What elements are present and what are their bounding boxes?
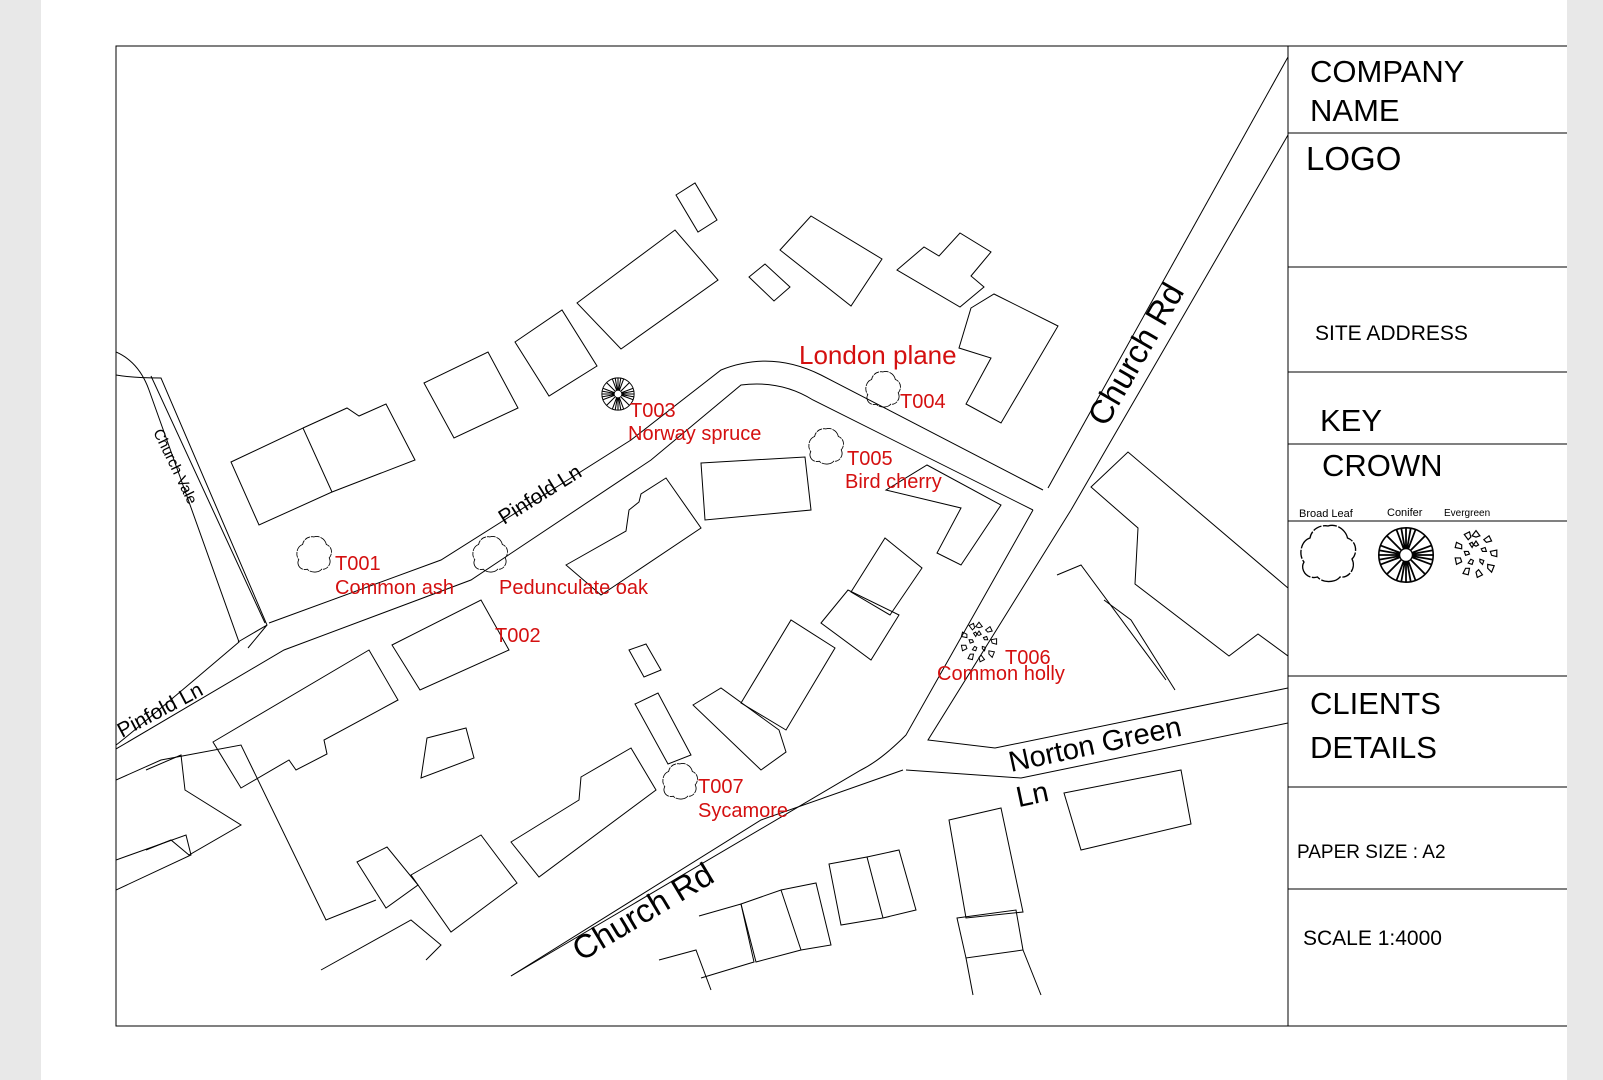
tree-label-t002-species: Pedunculate oak [499,577,649,599]
pinfold-ln-north-edge [268,360,1044,624]
drawing-frame [115,45,1567,1027]
building [423,351,519,439]
church-vale-edge-w [116,351,240,746]
building [850,537,923,616]
building [510,747,657,878]
building [230,427,333,526]
clients-details-line1: CLIENTS [1310,686,1441,721]
tree-label-t005-species: Bird cherry [845,471,942,493]
tree-label-t006-id: T006 [1005,647,1051,669]
road-label-norton-green-line1: Norton Green [1006,711,1185,779]
building [1090,451,1288,657]
company-name-line2: NAME [1310,93,1400,128]
tree-label-t006-species: Common holly [937,663,1065,685]
company-name-line1: COMPANY [1310,54,1464,89]
tree-label-t001-id: T001 [335,553,381,575]
road-label-pinfold-ln-upper: Pinfold Ln [494,460,585,529]
title-paper-size: PAPER SIZE : A2 [1297,842,1446,863]
building [675,182,718,233]
building [779,215,883,307]
tree-label-t001-species: Common ash [335,577,454,599]
clients-details-line2: DETAILS [1310,730,1437,765]
tree-label-t007-species: Sycamore [698,800,788,822]
plot-line [658,949,712,991]
building [576,229,719,350]
building [700,456,812,521]
road-label-norton-green-ln: Norton Green Ln [1006,709,1200,814]
title-crown: CROWN [1322,448,1443,483]
building [896,232,992,308]
building [780,882,832,951]
building [356,846,419,909]
pinfold-ln-south-edge [116,383,1034,750]
building [420,727,475,779]
road-label-pinfold-ln-lower: Pinfold Ln [114,678,207,742]
building [1063,769,1192,851]
tree-label-t003-id: T003 [630,400,676,422]
building [956,909,1024,959]
title-company-name: COMPANY NAME [1310,54,1473,128]
building [302,403,416,493]
church-rd-lower-edge-e [927,509,1288,749]
building [628,643,662,678]
building [884,464,1002,566]
site-map: Church Vale Pinfold Ln Pinfold Ln Church… [114,45,1567,1027]
drawing-sheet: Church Vale Pinfold Ln Pinfold Ln Church… [41,0,1567,1080]
building [828,856,884,926]
building [565,477,702,596]
plot-line [1056,564,1167,681]
tree-label-t007-id: T007 [698,776,744,798]
legend-broadleaf-icon [1300,524,1357,583]
legend-evergreen-label: Evergreen [1444,508,1490,519]
legend-conifer-icon [1377,526,1435,584]
building [958,293,1059,424]
building [212,649,399,789]
plot-line [320,919,442,971]
building [740,889,802,963]
tree-t004-broadleaf-icon[interactable] [865,371,901,408]
building [514,309,598,397]
building [866,849,917,919]
plot-line [965,949,1042,996]
tree-t005-broadleaf-icon[interactable] [808,428,844,465]
tree-label-t004-id: T004 [900,391,946,413]
tree-label-t002-id: T002 [495,625,541,647]
legend-conifer-label: Conifer [1387,507,1423,519]
title-key: KEY [1320,403,1382,438]
building [698,903,755,979]
title-block-lines [1287,46,1567,1026]
building [410,834,518,933]
church-rd-lower-edge-w [510,509,1034,977]
title-clients-details: CLIENTS DETAILS [1310,686,1450,765]
building [145,754,242,856]
legend-evergreen-icon [1454,530,1498,578]
road-label-norton-green-line2: Ln [1013,776,1051,814]
norton-green-ln-edge [905,722,1288,779]
tree-label-t005-id: T005 [847,448,893,470]
title-site-address: SITE ADDRESS [1315,322,1468,345]
church-rd-upper-edge-e [1070,134,1288,511]
title-logo: LOGO [1306,140,1401,177]
west-plot-lines [116,744,377,921]
plot-line [1103,599,1176,691]
map-linework [116,56,1288,996]
church-vale-edge [150,375,266,624]
building [692,687,787,771]
legend-broadleaf-label: Broad Leaf [1299,508,1354,520]
building [634,692,692,765]
church-rd-lower-edge [510,769,904,977]
building [948,807,1024,919]
title-scale: SCALE 1:4000 [1303,927,1442,950]
church-rd-upper-edge-w [1047,56,1288,489]
building [391,599,510,691]
church-vale-edge-e [116,374,268,649]
building [748,263,791,302]
tree-t001-broadleaf-icon[interactable] [296,536,332,573]
tree-label-t003-species: Norway spruce [628,423,761,445]
building [740,619,836,731]
road-label-church-rd-upper: Church Rd [1080,276,1191,431]
map-heading-london-plane: London plane [799,340,957,370]
building [820,589,900,661]
tree-t007-broadleaf-icon[interactable] [662,763,698,800]
